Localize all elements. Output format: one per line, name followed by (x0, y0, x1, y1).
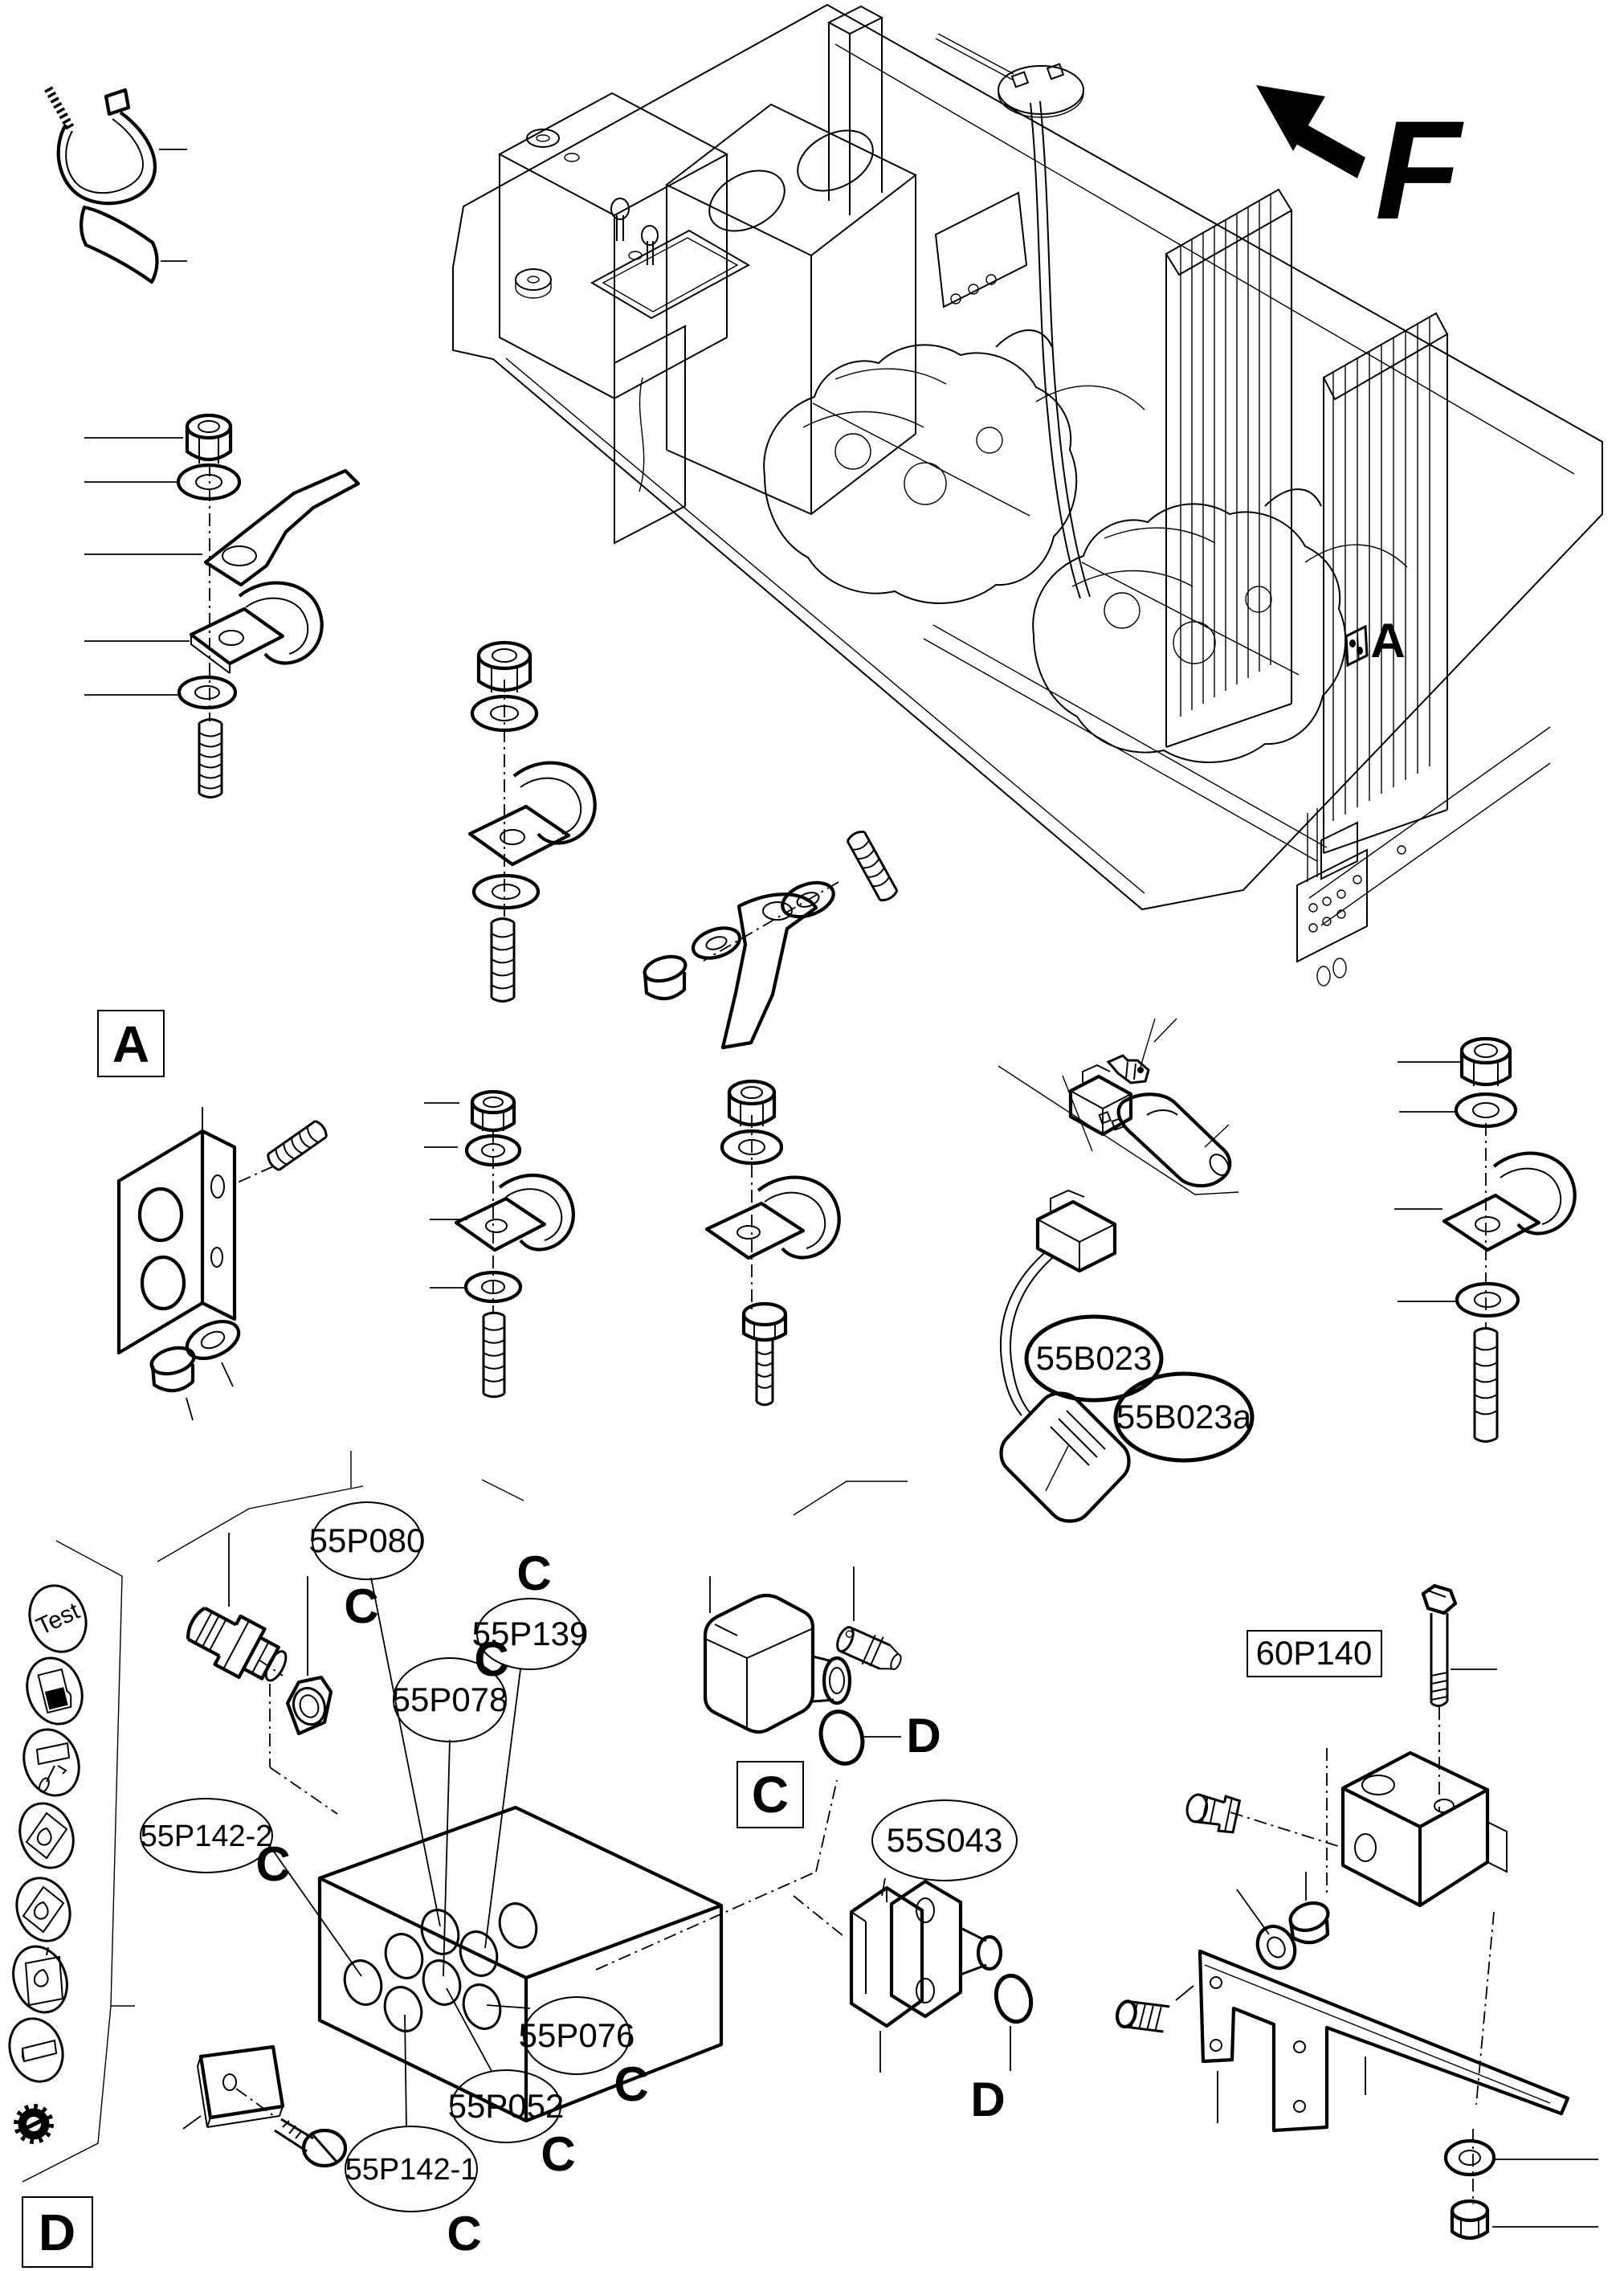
pcb-panel (1296, 808, 1368, 986)
clamp-stack-6 (424, 1089, 575, 1399)
part-label-55p142-2: 55P142-2 (141, 1820, 273, 1853)
legend-test-oval (28, 1584, 88, 1653)
part-callout-55b023a (1113, 1371, 1255, 1463)
callout-c-6: C (541, 2127, 575, 2181)
detail-a-bracket-icon (1344, 624, 1369, 668)
part-label-55b023: 55B023 (1036, 1339, 1153, 1377)
part-label-55p139: 55P139 (472, 1615, 589, 1652)
cable-tie (44, 86, 187, 206)
solenoid-coil (703, 1593, 852, 1734)
part-callout-55s043 (871, 1799, 1018, 1881)
angle-bracket-assembly (116, 1107, 328, 1421)
drop-square-icon (12, 1945, 68, 2014)
slot-icon (8, 2017, 64, 2083)
callout-c-4: C (255, 1837, 290, 1891)
radiator-2 (1322, 312, 1449, 854)
hose-fitting (1185, 1793, 1242, 1834)
part-label-55b023a: 55B023a (1116, 1398, 1252, 1436)
part-callout-55b023 (1024, 1314, 1164, 1403)
clamp-stack-5 (1394, 1036, 1577, 1443)
legend-test-label: Test (32, 1598, 84, 1640)
part-label-55p078: 55P078 (392, 1681, 508, 1718)
callout-c-7: C (447, 2207, 481, 2261)
legend-strip (8, 1540, 135, 2183)
fuel-level-icon (26, 1656, 84, 1726)
drop-diamond-icon-2 (15, 1877, 71, 1942)
callout-c-1: C (344, 1579, 378, 1633)
clamp-stack-1 (84, 413, 361, 799)
clamp-stack-2 (467, 640, 597, 1003)
callout-c-3: C (516, 1546, 551, 1600)
hydraulic-tank (497, 92, 729, 400)
section-c-letter: C (752, 1766, 789, 1824)
part-label-55s043: 55S043 (887, 1821, 1003, 1859)
control-lever-icon (22, 1728, 80, 1797)
valve-block-callouts (140, 1501, 630, 2212)
callout-c-5: C (614, 2057, 648, 2111)
speed-sensor-55s043 (793, 1799, 1034, 2073)
section-c-box (737, 1761, 804, 1828)
part-label-55p052: 55P052 (448, 2087, 565, 2125)
valve-block-section (157, 1451, 908, 2168)
part-label-55p076: 55P076 (519, 2016, 635, 2054)
machine-overview (452, 3, 1603, 986)
cartridge-valve (836, 1626, 902, 1671)
valve-block-ports (343, 1902, 538, 2032)
part-label-60p140: 60P140 (1256, 1634, 1373, 1672)
sensor-55b023-assembly (998, 1018, 1255, 1523)
strap-stack-3 (643, 830, 899, 1050)
section-a-box (97, 1010, 165, 1077)
threaded-plug (1115, 1999, 1170, 2033)
air-cleaner-tower (665, 103, 917, 516)
part-label-55p142-1: 55P142-1 (345, 2153, 478, 2187)
sleeve-label (80, 205, 187, 284)
part-callout-60p140 (1247, 1630, 1382, 1677)
callout-d-1: D (906, 1709, 941, 1762)
direction-letter-f: F (1375, 92, 1464, 249)
radiator-1 (1165, 188, 1293, 748)
section-a-letter: A (112, 1015, 149, 1073)
gear-icon (14, 2104, 54, 2144)
clamp-stack-4 (704, 1079, 841, 1407)
o-ring (818, 1709, 865, 1766)
part-label-55p080: 55P080 (309, 1521, 426, 1559)
section-d-box (22, 2196, 93, 2268)
assembly-60p140 (1115, 1583, 1598, 2240)
battery-sender (935, 33, 1091, 599)
drop-diamond-icon-1 (18, 1802, 75, 1869)
detail-a-letter: A (1370, 614, 1405, 668)
direction-arrow (1256, 85, 1365, 178)
callout-c-2: C (474, 1632, 508, 1686)
section-d-letter: D (39, 2204, 75, 2261)
callout-d-2: D (970, 2073, 1005, 2126)
slotted-screw (274, 2118, 348, 2168)
